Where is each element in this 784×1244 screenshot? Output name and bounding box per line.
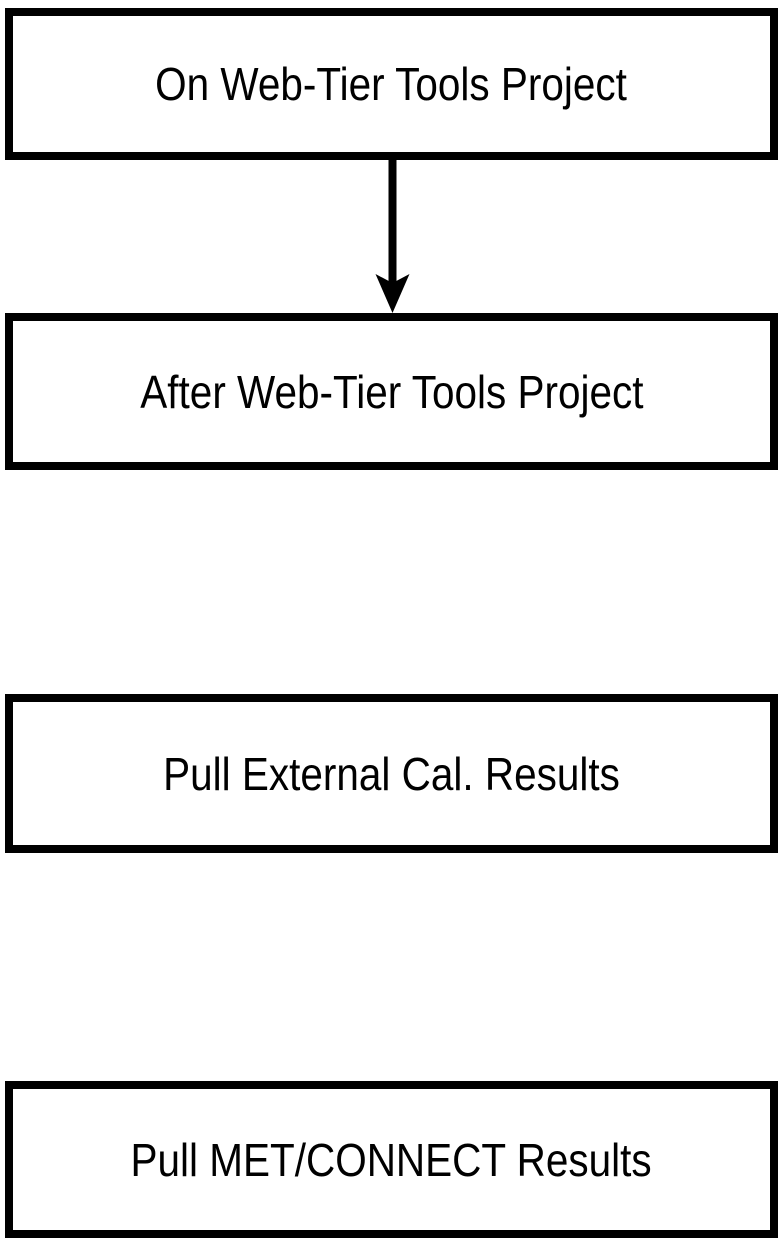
flow-node-label: Pull MET/CONNECT Results [130, 1133, 653, 1186]
flow-node-pull-met-connect-results[interactable]: Pull MET/CONNECT Results [5, 1081, 778, 1238]
flow-node-label: Pull External Cal. Results [163, 747, 620, 800]
flow-node-label: On Web-Tier Tools Project [155, 58, 628, 110]
flow-node-after-web-tier-tools-project[interactable]: After Web-Tier Tools Project [5, 313, 778, 470]
edge-on-to-after [375, 160, 410, 313]
flow-node-on-web-tier-tools-project[interactable]: On Web-Tier Tools Project [5, 8, 778, 160]
flow-node-label: After Web-Tier Tools Project [139, 365, 644, 418]
flow-node-pull-external-cal-results[interactable]: Pull External Cal. Results [5, 694, 778, 853]
